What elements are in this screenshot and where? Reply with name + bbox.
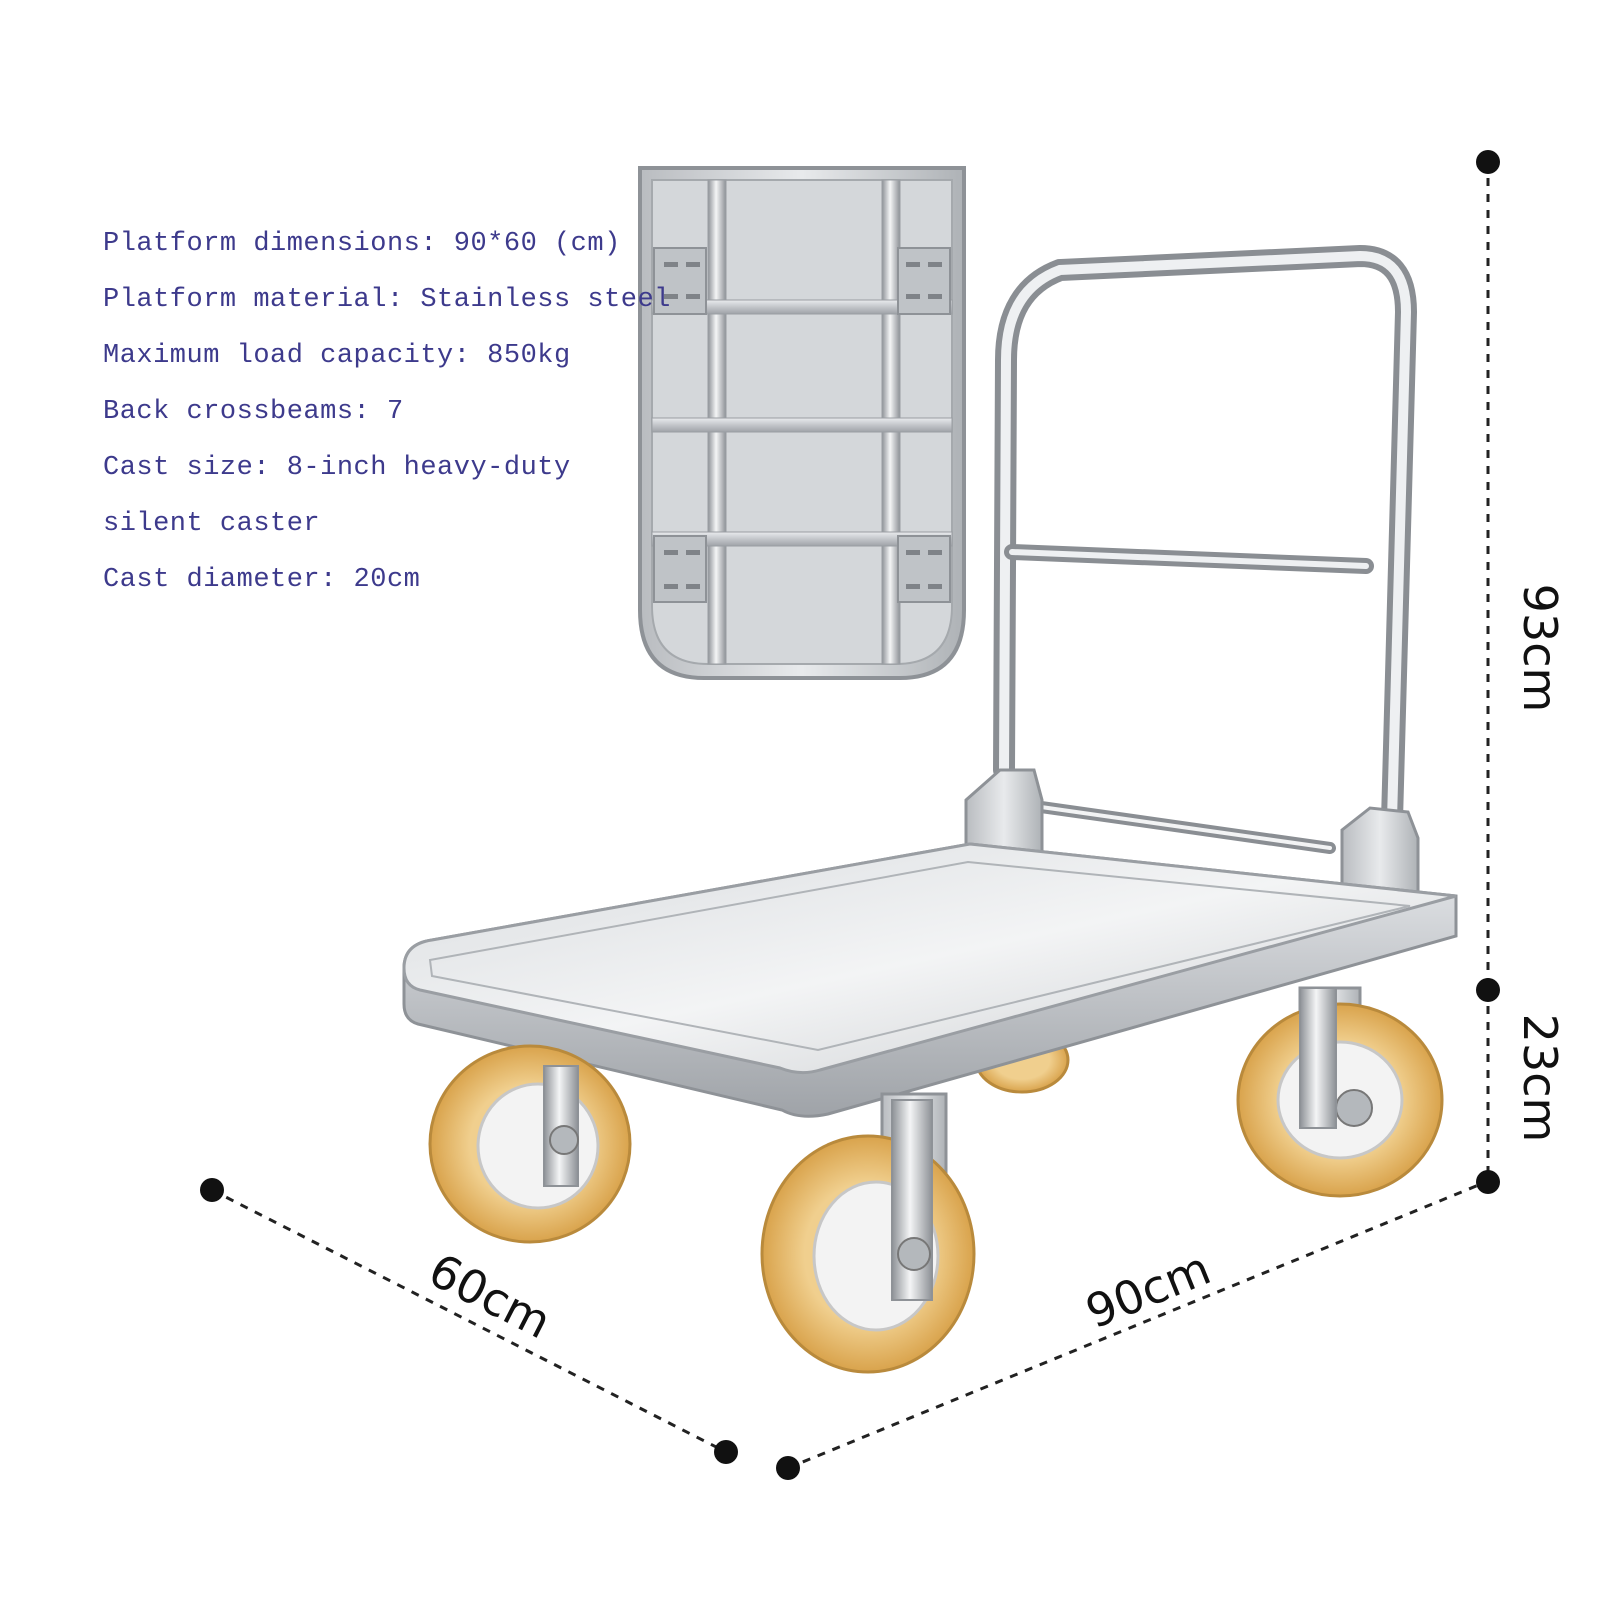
front-caster-left bbox=[428, 1044, 632, 1244]
dimension-label-height-93: 93cm bbox=[1513, 583, 1567, 713]
dimension-label-height-23: 23cm bbox=[1513, 1013, 1567, 1143]
platform-underside-view bbox=[638, 166, 966, 680]
dimension-lines bbox=[211, 162, 1490, 1470]
spec-back-crossbeams: Back crossbeams: 7 bbox=[103, 397, 404, 427]
rear-caster-right bbox=[1236, 986, 1444, 1198]
front-caster-right bbox=[760, 1092, 976, 1374]
platform-deck bbox=[402, 842, 1458, 1118]
spec-platform-material: Platform material: Stainless steel bbox=[103, 285, 671, 315]
spec-max-load: Maximum load capacity: 850kg bbox=[103, 341, 571, 371]
spec-cast-size: Cast size: 8-inch heavy-duty bbox=[103, 453, 571, 483]
hinge-brackets bbox=[964, 768, 1420, 907]
spec-cast-size-continued: silent caster bbox=[103, 509, 321, 539]
push-handle bbox=[993, 244, 1418, 854]
spec-list: Platform dimensions: 90*60 (cm) Platform… bbox=[103, 216, 671, 608]
spec-cast-diameter: Cast diameter: 20cm bbox=[103, 565, 421, 595]
dimension-endpoints bbox=[200, 150, 1500, 1480]
spec-platform-dimensions: Platform dimensions: 90*60 (cm) bbox=[103, 229, 621, 259]
